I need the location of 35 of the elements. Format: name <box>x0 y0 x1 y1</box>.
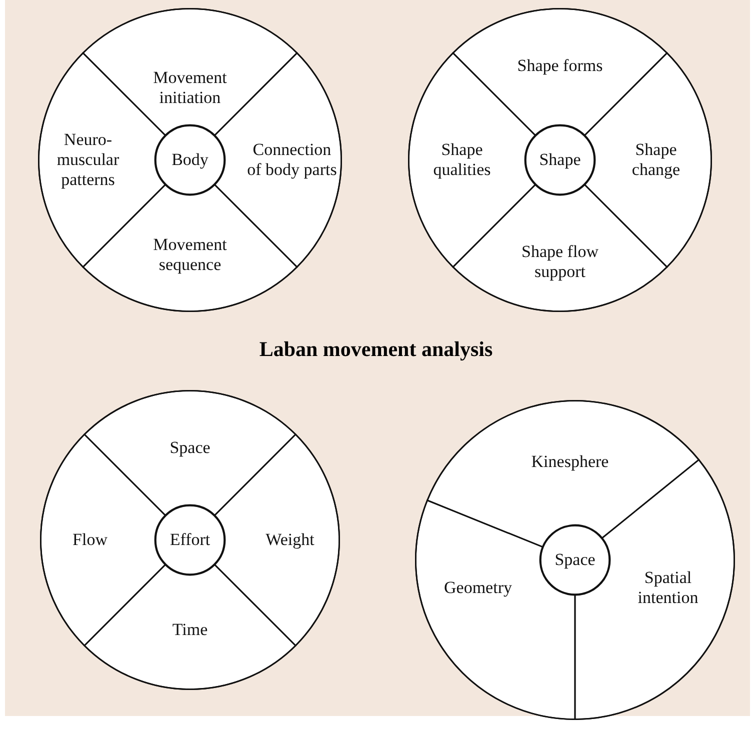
sector-label: Geometry <box>443 578 513 598</box>
sector-label: Movement initiation <box>152 68 228 108</box>
sector-label: Neuro-muscular patterns <box>56 130 120 190</box>
sector-label: Shape qualities <box>432 140 492 180</box>
sector-label: Kinesphere <box>530 452 610 472</box>
sector <box>453 8 667 136</box>
center-circle <box>525 125 595 195</box>
center-label: Effort <box>170 530 210 550</box>
sector <box>40 434 166 646</box>
center-label: Body <box>172 150 208 170</box>
circle-diagram <box>40 390 340 690</box>
center-circle <box>155 505 225 575</box>
sector-label: Weight <box>264 530 316 550</box>
sector-label: Shape flow support <box>520 242 600 282</box>
sector-label: Time <box>171 620 209 640</box>
sector-label: Shape forms <box>516 56 604 76</box>
sector-label: Connection of body parts <box>246 140 338 180</box>
sector-label: Spatial intention <box>636 568 700 608</box>
center-circle <box>155 125 225 195</box>
sector <box>214 434 340 646</box>
circle-diagram <box>408 8 712 312</box>
diagram-title: Laban movement analysis <box>258 337 494 362</box>
center-circle <box>540 525 610 595</box>
sector <box>84 390 296 516</box>
circle-diagram <box>415 400 735 720</box>
sector-label: Space <box>168 438 212 458</box>
center-label: Space <box>554 550 596 570</box>
sector-label: Shape change <box>630 140 682 180</box>
sector-label: Flow <box>72 530 108 550</box>
sector <box>84 564 296 690</box>
circle-diagram <box>38 8 342 312</box>
sector <box>427 400 699 547</box>
center-label: Shape <box>539 150 581 170</box>
sector <box>453 184 667 312</box>
sector-label: Movement sequence <box>152 235 228 275</box>
